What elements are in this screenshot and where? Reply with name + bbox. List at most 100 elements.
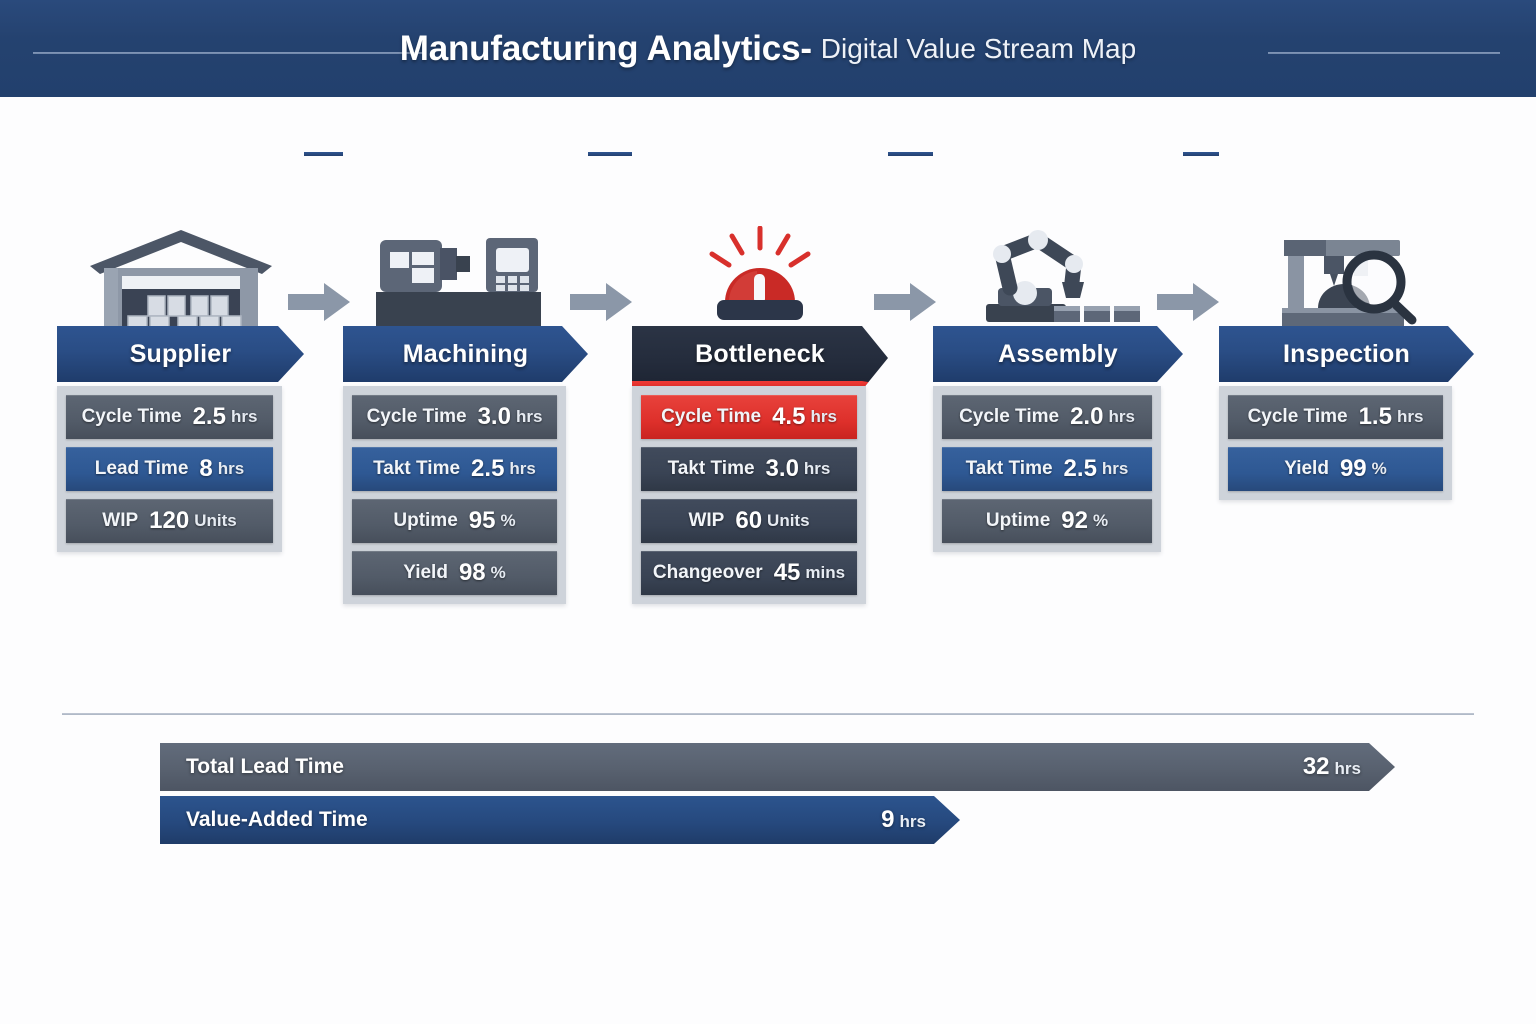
metric-label: Cycle Time [1247,406,1348,427]
metric-unit: hrs [217,459,245,478]
metric-value: 92 [1061,507,1088,534]
metric-unit: % [500,511,516,530]
metric-value: 45 [773,559,801,586]
title-subtitle: Digital Value Stream Map [820,32,1137,64]
metric-label: Cycle Time [81,406,182,427]
summary-unit: hrs [899,812,926,831]
summary-divider [62,713,1474,715]
bottleneck-red-underline [632,381,888,390]
metric-value: 3.0 [477,403,511,430]
metric-value: 95 [468,507,496,534]
stage-banner-assembly[interactable]: Assembly [933,326,1183,382]
metric-label: Takt Time [373,458,461,479]
metric-value: 4.5 [772,403,806,430]
metric-value: 1.5 [1358,403,1392,430]
metric-value: 2.5 [1063,455,1097,482]
metric-value: 8 [199,455,213,482]
metric-row[interactable]: Uptime 95% [352,499,557,543]
flow-arrow-icon [288,283,350,321]
metric-value: 3.0 [765,455,799,482]
alert-beacon-icon [632,226,888,326]
metric-unit: hrs [515,407,543,426]
summary-label: Value-Added Time [186,808,368,831]
summary-unit: hrs [1334,759,1361,778]
stage-name-label: Inspection [1282,339,1410,368]
summary-value: 9 [881,806,895,833]
stage-name-label: Machining [402,339,529,368]
stage-banner-bottleneck[interactable]: Bottleneck [632,326,888,390]
metric-value: 2.0 [1070,403,1104,430]
metric-unit: % [1371,459,1387,478]
stage-name-label: Bottleneck [695,339,825,368]
stage-connector [1183,152,1219,156]
stage-banner-supplier[interactable]: Supplier [57,326,304,382]
flow-arrow-icon [874,283,936,321]
warehouse-icon [57,226,304,326]
header-rule-right [1268,52,1500,54]
page-title: Manufacturing Analytics- Digital Value S… [0,0,1536,97]
stage-connector [304,152,343,156]
title-main: Manufacturing Analytics- [399,28,812,68]
metric-label: Takt Time [965,458,1053,479]
metric-label: Yield [403,562,448,583]
metric-unit: hrs [230,407,258,426]
metric-value: 99 [1339,455,1367,482]
stage-name-label: Assembly [998,339,1118,368]
metric-unit: Units [194,511,237,530]
metric-unit: hrs [810,407,837,426]
metric-value: 98 [458,559,486,586]
stage-banner-inspection[interactable]: Inspection [1219,326,1474,382]
metric-label: Changeover [652,562,763,583]
metric-unit: hrs [1101,459,1129,478]
metric-label: Uptime [393,510,458,531]
stage-banner-machining[interactable]: Machining [343,326,588,382]
metric-label: WIP [688,510,725,531]
metric-value: 120 [149,507,190,534]
metric-value: 2.5 [192,403,226,430]
page-header: Manufacturing Analytics- Digital Value S… [0,0,1536,97]
stage-name-label: Supplier [129,339,232,368]
metric-value: 2.5 [471,455,505,482]
metric-unit: % [490,563,506,582]
inspection-gauge-icon [1219,226,1474,326]
metric-label: Takt Time [667,458,755,479]
metric-label: Lead Time [94,458,189,479]
metric-unit: hrs [1396,407,1424,426]
metric-unit: mins [805,563,846,582]
stage-connector [588,152,632,156]
metric-unit: hrs [509,459,536,478]
metric-unit: hrs [803,459,831,478]
metric-label: Cycle Time [661,406,762,427]
cnc-machine-icon [343,226,588,326]
flow-arrow-icon [570,283,632,321]
metric-label: Uptime [985,510,1051,531]
summary-label: Total Lead Time [186,755,344,778]
metric-value: 60 [735,507,763,534]
metric-label: Cycle Time [366,406,467,427]
metric-label: Cycle Time [959,406,1060,427]
robot-arm-icon [933,226,1183,326]
metric-row[interactable]: Yield 98% [352,551,557,595]
summary-value: 32 [1302,753,1330,780]
flow-arrow-icon [1157,283,1219,321]
